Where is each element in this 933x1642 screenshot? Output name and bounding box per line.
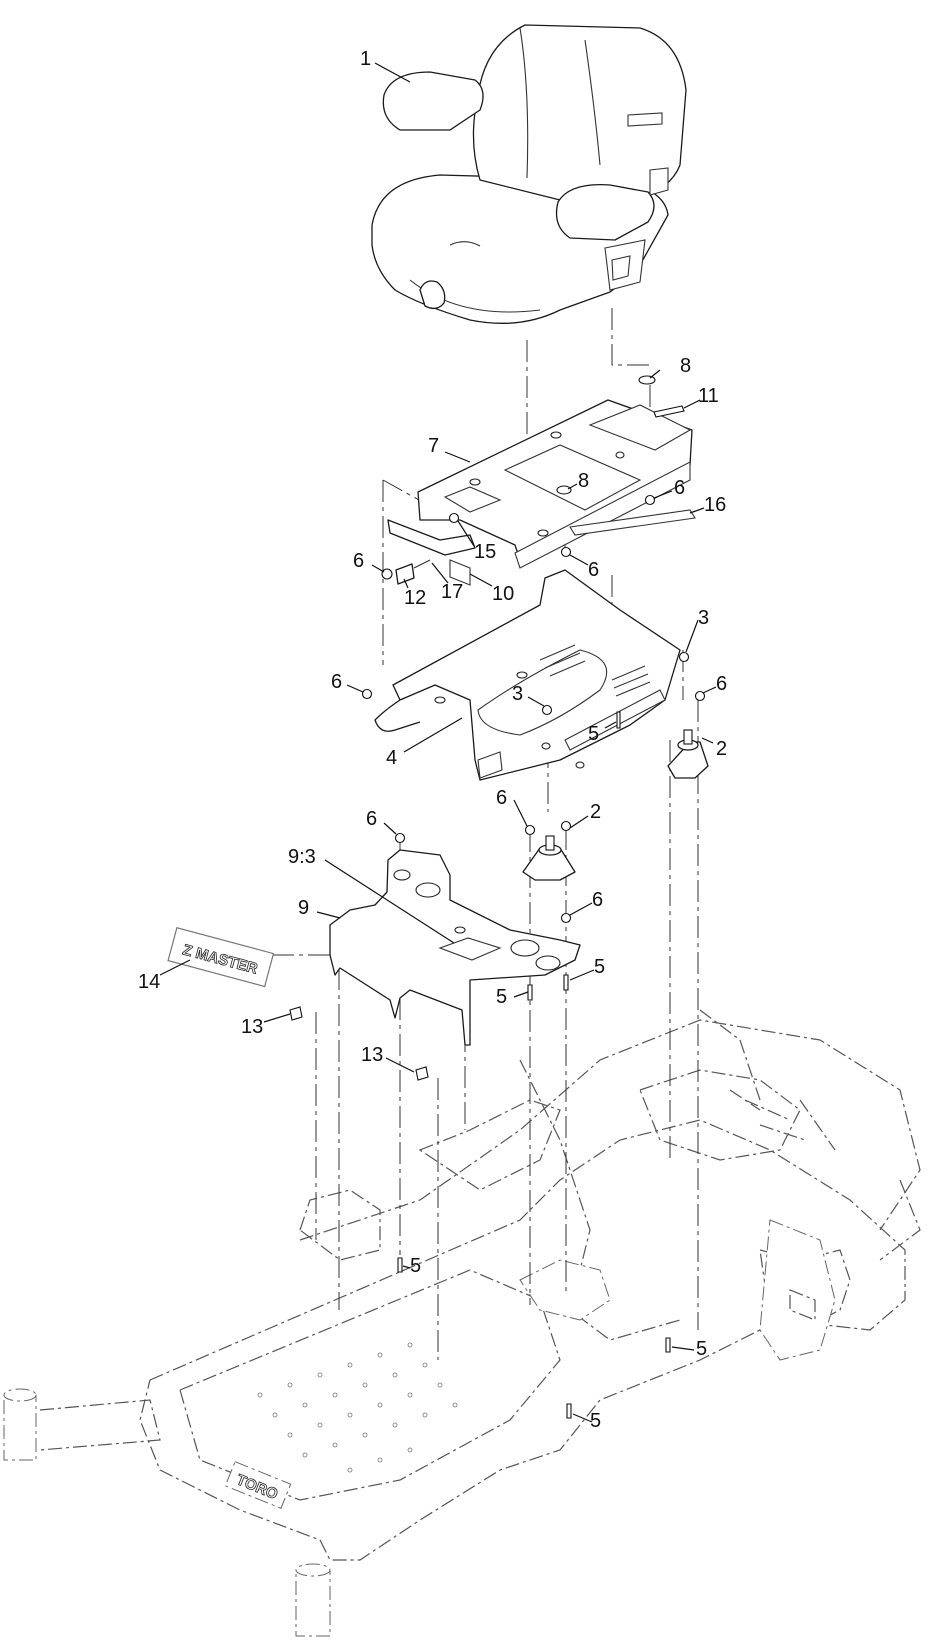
nut-15 xyxy=(448,512,460,524)
nut-6-f xyxy=(560,820,572,832)
callout-15: 15 xyxy=(474,541,496,563)
callout-10: 10 xyxy=(492,583,514,605)
callout-5-a: 5 xyxy=(588,723,599,745)
callout-leaders xyxy=(159,62,717,1423)
nut-6-h xyxy=(560,912,572,924)
mower-frame: TORO xyxy=(3,1009,921,1637)
nut-6-e xyxy=(524,824,536,836)
callout-13-b: 13 xyxy=(361,1044,383,1066)
decal-9-3 xyxy=(438,937,502,961)
callout-6-c: 6 xyxy=(588,559,599,581)
callout-5-f: 5 xyxy=(590,1410,601,1432)
latch-nut xyxy=(381,568,393,580)
control-tower-cover xyxy=(329,849,581,1046)
nut-6-c xyxy=(361,688,373,700)
callout-14: 14 xyxy=(138,971,160,993)
callout-9: 9 xyxy=(298,897,309,919)
callout-2-b: 2 xyxy=(590,801,601,823)
seat-support-bracket xyxy=(374,569,681,781)
floor-pan-holes xyxy=(257,1342,458,1473)
nut-3-b xyxy=(541,704,553,716)
isolator-mount-right xyxy=(667,729,709,779)
callout-8-top: 8 xyxy=(680,355,691,377)
callout-8-plate: 8 xyxy=(578,470,589,492)
hardware xyxy=(289,375,706,1419)
nut-6-g xyxy=(394,832,406,844)
callout-13-a: 13 xyxy=(241,1016,263,1038)
seat-latch-bracket xyxy=(387,519,476,556)
isolator-mount-center xyxy=(522,835,576,881)
toro-decal: TORO xyxy=(224,1461,292,1509)
seat-latch-assembly xyxy=(381,519,476,586)
latch-spring xyxy=(395,563,415,585)
nut-6-b xyxy=(560,546,572,558)
callout-5-e: 5 xyxy=(696,1338,707,1360)
callout-3-a: 3 xyxy=(698,607,709,629)
seat-switch-harness xyxy=(569,509,696,536)
callout-17: 17 xyxy=(441,581,463,603)
callout-3-b: 3 xyxy=(512,683,523,705)
callout-1: 1 xyxy=(360,48,371,70)
bolt-5-d xyxy=(397,1257,403,1273)
seat-switch-wire xyxy=(374,699,421,732)
nut-6-a xyxy=(644,494,656,506)
callout-5-c: 5 xyxy=(496,986,507,1008)
bolt-13-b xyxy=(415,1066,429,1081)
callout-6-b: 6 xyxy=(353,550,364,572)
nut-3-a xyxy=(678,651,690,663)
bolt-5-a xyxy=(616,711,621,729)
hydro-pump-housing xyxy=(519,1259,611,1321)
callout-5-b: 5 xyxy=(594,956,605,978)
callout-6-g: 6 xyxy=(366,808,377,830)
callout-6-e: 6 xyxy=(716,673,727,695)
callout-6-d: 6 xyxy=(331,671,342,693)
left-armrest xyxy=(382,71,484,131)
callout-labels: 1 8 11 7 8 6 16 15 6 12 17 10 6 3 6 3 6 … xyxy=(138,48,727,1432)
washer-8-top xyxy=(638,375,656,385)
bolt-5-f xyxy=(566,1403,572,1419)
callout-6-a: 6 xyxy=(674,477,685,499)
callout-6-h: 6 xyxy=(592,889,603,911)
callout-2-a: 2 xyxy=(716,738,727,760)
callout-9-3: 9:3 xyxy=(288,846,316,868)
callout-4: 4 xyxy=(386,747,397,769)
callout-7: 7 xyxy=(428,435,439,457)
seat-adjust-knob xyxy=(419,280,446,310)
front-caster-tube-left xyxy=(3,1388,37,1461)
right-armrest xyxy=(555,183,655,241)
bolt-11 xyxy=(653,405,685,418)
front-caster-tube-right xyxy=(295,1563,331,1637)
nut-6-d xyxy=(694,690,706,702)
callout-5-d: 5 xyxy=(410,1255,421,1277)
washer-8-plate xyxy=(556,485,572,495)
bolt-5-b xyxy=(563,974,569,991)
bolt-13-a xyxy=(289,1006,303,1021)
right-side-panel xyxy=(759,1219,836,1361)
seat-assembly xyxy=(371,24,687,324)
callout-16: 16 xyxy=(704,494,726,516)
bolt-5-e xyxy=(665,1337,671,1353)
callout-12: 12 xyxy=(404,587,426,609)
bolt-5-c xyxy=(527,984,533,1001)
callout-6-f: 6 xyxy=(496,787,507,809)
seat-mount-plate xyxy=(417,399,693,569)
zmaster-decal: Z MASTER xyxy=(167,927,275,988)
callout-11: 11 xyxy=(698,385,719,407)
